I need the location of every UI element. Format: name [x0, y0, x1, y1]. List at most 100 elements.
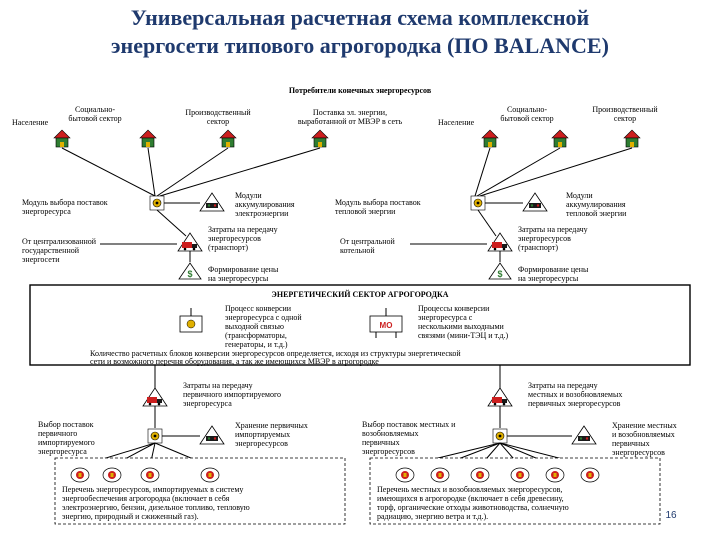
transfer-costs-left-icon — [142, 387, 168, 407]
price-formation-left-icon — [178, 262, 202, 280]
transport-costs-right-line3: (транспорт) — [518, 243, 558, 252]
list-left-line3: электроэнергию, бензин, дизельное топлив… — [62, 503, 250, 512]
transport-costs-right-icon — [487, 232, 513, 252]
resource-icon-right-2 — [430, 467, 450, 483]
page-number: 16 — [665, 510, 677, 521]
transfer-costs-right-icon — [487, 387, 513, 407]
consumer-industry-left-line2: сектор — [207, 117, 229, 126]
list-right-line4: радиацию, энергию ветра и т.д.). — [377, 512, 488, 521]
storage-left-line3: энергоресурсов — [235, 439, 288, 448]
process-multi-line2: энергоресурса с — [418, 313, 473, 322]
resource-icon-right-6 — [580, 467, 600, 483]
list-box-left — [54, 457, 346, 525]
sector-note-line2: сети и возможного перечня оборудования, … — [90, 357, 379, 366]
process-multi-line1: Процессы конверсии — [418, 304, 490, 313]
process-multi-line4: связями (мини-ТЭЦ и т.д.) — [418, 331, 509, 340]
price-formation-right-line1: Формирование цены — [518, 265, 589, 274]
process-single-line3: выходной связью — [225, 322, 284, 331]
transfer-costs-left-line3: энергоресурса — [183, 399, 232, 408]
process-multi-output-icon — [369, 308, 403, 338]
consumer-connectors — [61, 147, 633, 197]
selection-left-line1: Выбор поставок — [38, 420, 94, 429]
storage-module-left-icon — [199, 192, 225, 212]
price-formation-right-icon — [488, 262, 512, 280]
mo-label: МО — [380, 321, 393, 330]
consumer-population-left: Население — [12, 118, 49, 127]
slide-title-line-2: энергосети типового агрогородка (ПО BALA… — [111, 33, 609, 58]
process-single-line2: энергоресурса с одной — [225, 313, 302, 322]
price-formation-right-line2: на энергоресурсы — [518, 274, 579, 283]
storage-right-line3: первичных — [612, 439, 650, 448]
resource-icon-left-3 — [140, 467, 160, 483]
resource-icon-right-5 — [545, 467, 565, 483]
sector-note-line1: Количество расчетных блоков конверсии эн… — [90, 349, 461, 358]
transfer-costs-right-line3: первичных энергоресурсов — [528, 399, 621, 408]
transfer-costs-right-line1: Затраты на передачу — [528, 381, 598, 390]
storage-right-line4: энергоресурсов — [612, 448, 665, 457]
storage-right-line2: и возобновляемых — [612, 430, 675, 439]
storage-module-left-line1: Модули — [235, 191, 262, 200]
selection-module-right-icon — [470, 195, 486, 211]
consumer-social-right-line1: Социально- — [507, 105, 547, 114]
house-icon-7 — [623, 129, 641, 148]
house-icon-4 — [311, 129, 329, 148]
consumer-grid-supply-line2: выработанной от МВЭР в сеть — [298, 117, 403, 126]
price-formation-left-line2: на энергоресурсы — [208, 274, 269, 283]
transport-costs-right-line1: Затраты на передачу — [518, 225, 588, 234]
process-single-line1: Процесс конверсии — [225, 304, 292, 313]
process-single-output-icon — [179, 308, 203, 333]
central-source-left-line2: государственной — [22, 246, 80, 255]
consumer-industry-right-line1: Производственный — [592, 105, 658, 114]
consumer-social-right-line2: бытовой сектор — [500, 114, 553, 123]
house-icon-6 — [551, 129, 569, 148]
slide-title-line-1: Универсальная расчетная схема комплексно… — [130, 5, 590, 30]
consumer-social-left-line1: Социально- — [75, 105, 115, 114]
list-right-line3: торф, органические отходы животноводства… — [377, 503, 569, 512]
transfer-costs-left-line2: первичного импортируемого — [183, 390, 281, 399]
list-right-line1: Перечень местных и возобновляемых энерго… — [377, 485, 562, 494]
storage-module-left-line2: аккумулирования — [235, 200, 295, 209]
house-icon-2 — [139, 129, 157, 148]
storage-module-right-icon — [522, 192, 548, 212]
resource-icon-left-1 — [70, 467, 90, 483]
consumer-industry-left-line1: Производственный — [185, 108, 251, 117]
storage-right-icon — [571, 425, 597, 445]
house-icon-3 — [219, 129, 237, 148]
selection-right-line1: Выбор поставок местных и — [362, 420, 456, 429]
central-source-left-line3: энергосети — [22, 255, 60, 264]
energy-sector-title: ЭНЕРГЕТИЧЕСКИЙ СЕКТОР АГРОГОРОДКА — [271, 290, 448, 299]
list-left-line4: энергию, природный и сжиженный газ). — [62, 512, 199, 521]
storage-left-line1: Хранение первичных — [235, 421, 308, 430]
process-single-line5: генераторы, и т.д.) — [225, 340, 288, 349]
consumers-header: Потребители конечных энергоресурсов — [289, 86, 432, 95]
transport-costs-left-icon — [177, 232, 203, 252]
storage-left-icon — [199, 425, 225, 445]
resource-icon-right-4 — [510, 467, 530, 483]
selection-right-line2: возобновляемых — [362, 429, 419, 438]
transfer-costs-right-line2: местных и возобновляемых — [528, 390, 622, 399]
process-single-line4: (трансформаторы, — [225, 331, 287, 340]
selection-right-icon — [492, 428, 508, 444]
storage-module-left-line3: электроэнергии — [235, 209, 289, 218]
list-left-line1: Перечень энергоресурсов, импортируемых в… — [62, 485, 243, 494]
price-formation-left-line1: Формирование цены — [208, 265, 279, 274]
selection-module-left-icon — [149, 195, 165, 211]
resource-icon-left-2 — [102, 467, 122, 483]
selection-module-right-line2: тепловой энергии — [335, 207, 396, 216]
consumer-population-right: Население — [438, 118, 475, 127]
selection-module-right-line1: Модуль выбора поставок — [335, 198, 421, 207]
transport-costs-right-line2: энергоресурсов — [518, 234, 571, 243]
transport-costs-left-line3: (транспорт) — [208, 243, 248, 252]
list-right-line2: имеющихся в агрогородке (включает в себя… — [377, 494, 564, 503]
transfer-costs-left-line1: Затраты на передачу — [183, 381, 253, 390]
central-source-left-line1: От централизованной — [22, 237, 97, 246]
selection-left-icon — [147, 428, 163, 444]
list-left-line2: энергообеспечения агрогородка (включает … — [62, 494, 230, 503]
resource-icon-left-4 — [200, 467, 220, 483]
selection-right-line3: первичных — [362, 438, 400, 447]
central-source-right-line2: котельной — [340, 246, 375, 255]
house-icon-1 — [53, 129, 71, 148]
storage-left-line2: импортируемых — [235, 430, 290, 439]
central-source-right-line1: От центральной — [340, 237, 396, 246]
